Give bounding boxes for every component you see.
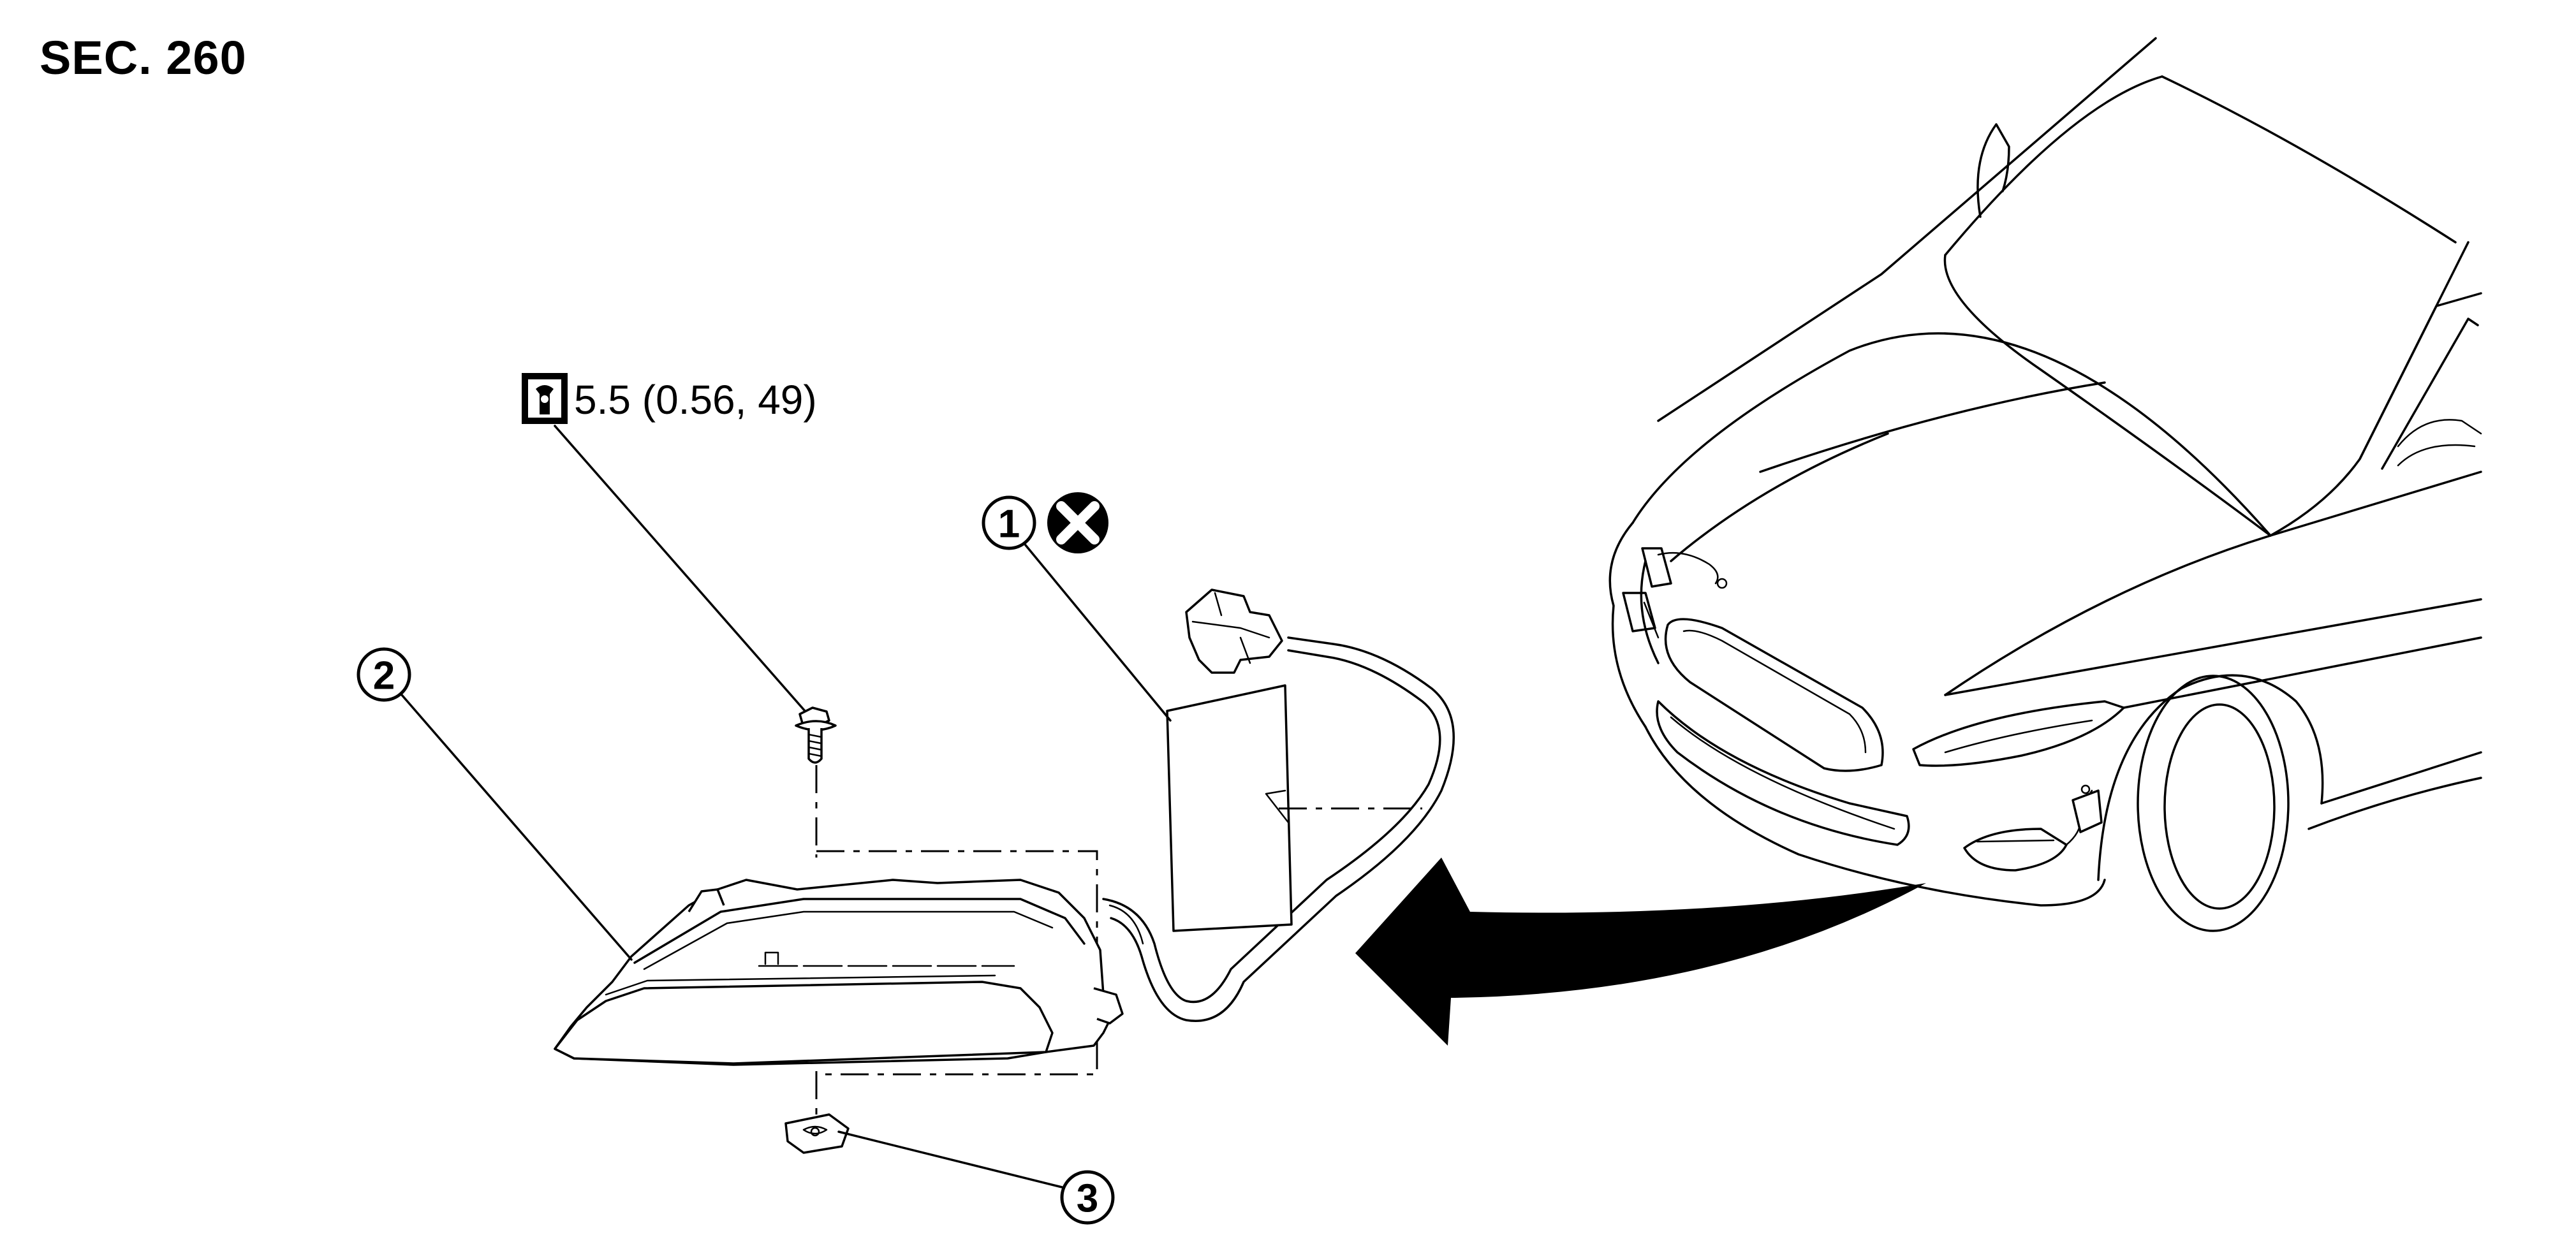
callout-2: 2 [357,647,633,961]
harness [1102,636,1455,1022]
connector [1185,588,1283,674]
bolt [795,706,837,764]
torque-wrench-icon [522,373,568,424]
callout-1: 1 [982,492,1172,722]
torque-value: 5.5 (0.56, 49) [574,377,817,423]
callout-2-number: 2 [373,654,395,698]
callout-3-number: 3 [1077,1177,1098,1221]
direction-arrow [1355,858,1926,1046]
seal [1166,684,1422,932]
vehicle [1608,37,2482,932]
clip [784,1113,850,1154]
callout-1-number: 1 [998,502,1020,546]
torque-leader-line [554,425,806,712]
section-code: SEC. 260 [40,31,247,84]
do-not-reuse-icon [1047,492,1108,553]
fog-lamp [554,879,1144,1066]
callout-3: 3 [837,1130,1115,1225]
